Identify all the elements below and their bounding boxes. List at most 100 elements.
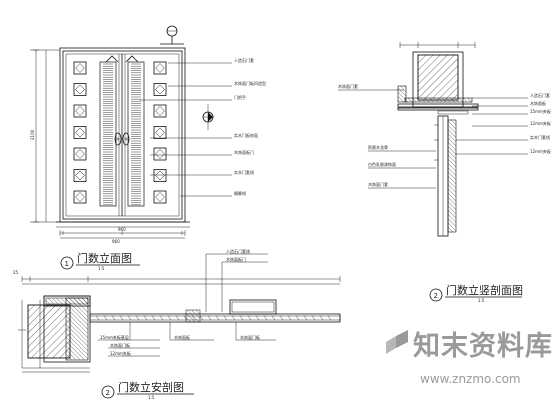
door-square-panel — [73, 104, 87, 118]
plan-note-bottom-4: 木饰面板 — [174, 334, 190, 340]
plan-leaf-tick — [223, 315, 228, 321]
plan-leaf-tick — [199, 315, 204, 321]
elevation-note-7: 踢脚线 — [234, 190, 246, 196]
door-square-panel — [73, 190, 87, 204]
watermark-logo — [386, 330, 408, 354]
plan-callouts-bottom: 15mm夹板基层 木饰面门板 12mm夹板 木饰面板 木饰面门板 — [98, 322, 276, 357]
door-square-panel — [153, 190, 167, 204]
door-square-panel — [153, 126, 167, 139]
door-square-diamond — [155, 127, 165, 138]
plan-leaf-tick — [119, 315, 124, 321]
side-note-left-2: 防腐木龙骨 — [368, 144, 388, 150]
door-square-diamond — [155, 84, 165, 95]
door-arch-right — [125, 55, 139, 63]
door-square-diamond — [155, 149, 165, 159]
plan-note-bottom-5: 木饰面门板 — [240, 334, 260, 340]
plan-leaf-tick — [327, 315, 332, 321]
plan-leaf-tick — [311, 315, 316, 321]
door-square-diamond — [75, 149, 85, 159]
door-square-diamond — [75, 127, 85, 138]
door-square-diamond — [155, 106, 165, 116]
plan-leaf-tick — [295, 315, 300, 321]
plan-leaf-tick — [287, 315, 292, 321]
plan-leaf-tick — [135, 315, 140, 321]
side-note-right-5: 实木门套线 — [530, 134, 550, 140]
elevation-callouts: 人造石门套 木饰面门板凹造型 门把手 实木门板饰面 木饰面板门 实木门套线 踢脚… — [140, 57, 266, 197]
plan-note-top-2: 木饰面板门 — [226, 256, 246, 262]
watermark-brand: 知末资料库 — [413, 331, 553, 362]
door-square-panel — [153, 104, 167, 118]
plan-section-title-scale: 1:5 — [148, 395, 155, 400]
plan-leaf-tick — [103, 315, 108, 321]
plan-dim-left: 25 — [13, 270, 19, 275]
elevation-title-number: 1 — [65, 260, 69, 268]
door-handle — [114, 132, 130, 146]
plan-leaf-tick — [319, 315, 324, 321]
plan-leaf-tick — [239, 315, 244, 321]
elevation-note-4: 实木门板饰面 — [234, 132, 258, 138]
elevation-note-6: 实木门套线 — [234, 169, 254, 175]
plan-leaf-tick — [175, 315, 180, 321]
door-square-panel — [73, 83, 87, 96]
side-section-title-scale: 1:5 — [478, 298, 485, 303]
elevation-dim-width-2: 960 — [112, 239, 120, 244]
side-callouts-right: 人造石门套 木饰面板 15mm夹板 12mm夹板 实木门套线 12mm夹板 — [456, 92, 551, 155]
elevation-title-text: 门数立面图 — [77, 251, 132, 265]
plan-leaf-tick — [271, 315, 276, 321]
side-section-title-text: 门数立竖剖面图 — [446, 283, 523, 297]
elevation-note-3: 门把手 — [234, 94, 246, 100]
door-panel-squares-right — [153, 61, 167, 204]
door-square-panel — [73, 169, 87, 182]
door-side-section: 木饰面门套 防腐木龙骨 白色乳胶漆饰面 木饰面门套 人造石门套 木饰面板 15m… — [338, 42, 551, 303]
elevation-dim-width: 960 — [118, 227, 126, 232]
side-note-right-4: 12mm夹板 — [530, 120, 551, 126]
side-note-left-1: 木饰面门套 — [338, 83, 358, 89]
door-square-diamond — [155, 63, 165, 73]
door-square-diamond — [75, 192, 85, 202]
plan-leaf-tick — [167, 315, 172, 321]
plan-leaf-ticks — [95, 315, 332, 321]
elevation-dim-height: 2100 — [30, 129, 35, 140]
elevation-note-2: 木饰面门板凹造型 — [234, 80, 266, 86]
door-square-panel — [73, 126, 87, 139]
plan-leaf-tick — [127, 315, 132, 321]
plan-leaf-tick — [151, 315, 156, 321]
side-note-right-3: 15mm夹板 — [530, 108, 551, 114]
door-square-panel — [153, 61, 167, 75]
elevation-title: 1 门数立面图 1:5 — [60, 251, 140, 271]
plan-section-title-text: 门数立安剖图 — [118, 380, 184, 394]
plan-leaf-tick — [159, 315, 164, 321]
side-section-title-number: 2 — [434, 292, 438, 300]
door-arch-left — [105, 55, 119, 63]
side-note-left-3: 白色乳胶漆饰面 — [368, 161, 396, 167]
plan-leaf-tick — [95, 315, 100, 321]
door-square-panel — [153, 83, 167, 96]
door-plan-section: 25 人造石门套线 木饰面板门 — [13, 248, 341, 400]
plan-leaf-tick — [303, 315, 308, 321]
plan-leaf-tick — [255, 315, 260, 321]
door-square-panel — [73, 61, 87, 75]
elevation-note-1: 人造石门套 — [234, 57, 254, 63]
watermark-url: www.znzmo.com — [420, 372, 521, 386]
plan-leaf-tick — [207, 315, 212, 321]
door-square-diamond — [155, 170, 165, 181]
plan-section-title-number: 2 — [106, 389, 110, 397]
plan-leaf-tick — [231, 315, 236, 321]
plan-note-bottom-3: 12mm夹板 — [110, 350, 131, 356]
plan-leaf-tick — [111, 315, 116, 321]
door-panel-squares-left — [73, 61, 87, 204]
section-marker-top — [160, 25, 184, 45]
elevation-note-5: 木饰面板门 — [234, 149, 254, 155]
section-marker-middle — [202, 104, 214, 130]
door-square-diamond — [155, 192, 165, 202]
plan-leaf-tick — [279, 315, 284, 321]
plan-section-title: 2 门数立安剖图 1:5 — [101, 380, 194, 400]
door-square-panel — [153, 147, 167, 161]
side-note-left-4: 木饰面门套 — [368, 181, 388, 187]
plan-note-bottom-2: 木饰面门板 — [110, 342, 130, 348]
door-square-diamond — [75, 170, 85, 181]
plan-leaf-tick — [143, 315, 148, 321]
watermark: 知末资料库 www.znzmo.com — [386, 330, 553, 386]
door-square-diamond — [75, 84, 85, 95]
